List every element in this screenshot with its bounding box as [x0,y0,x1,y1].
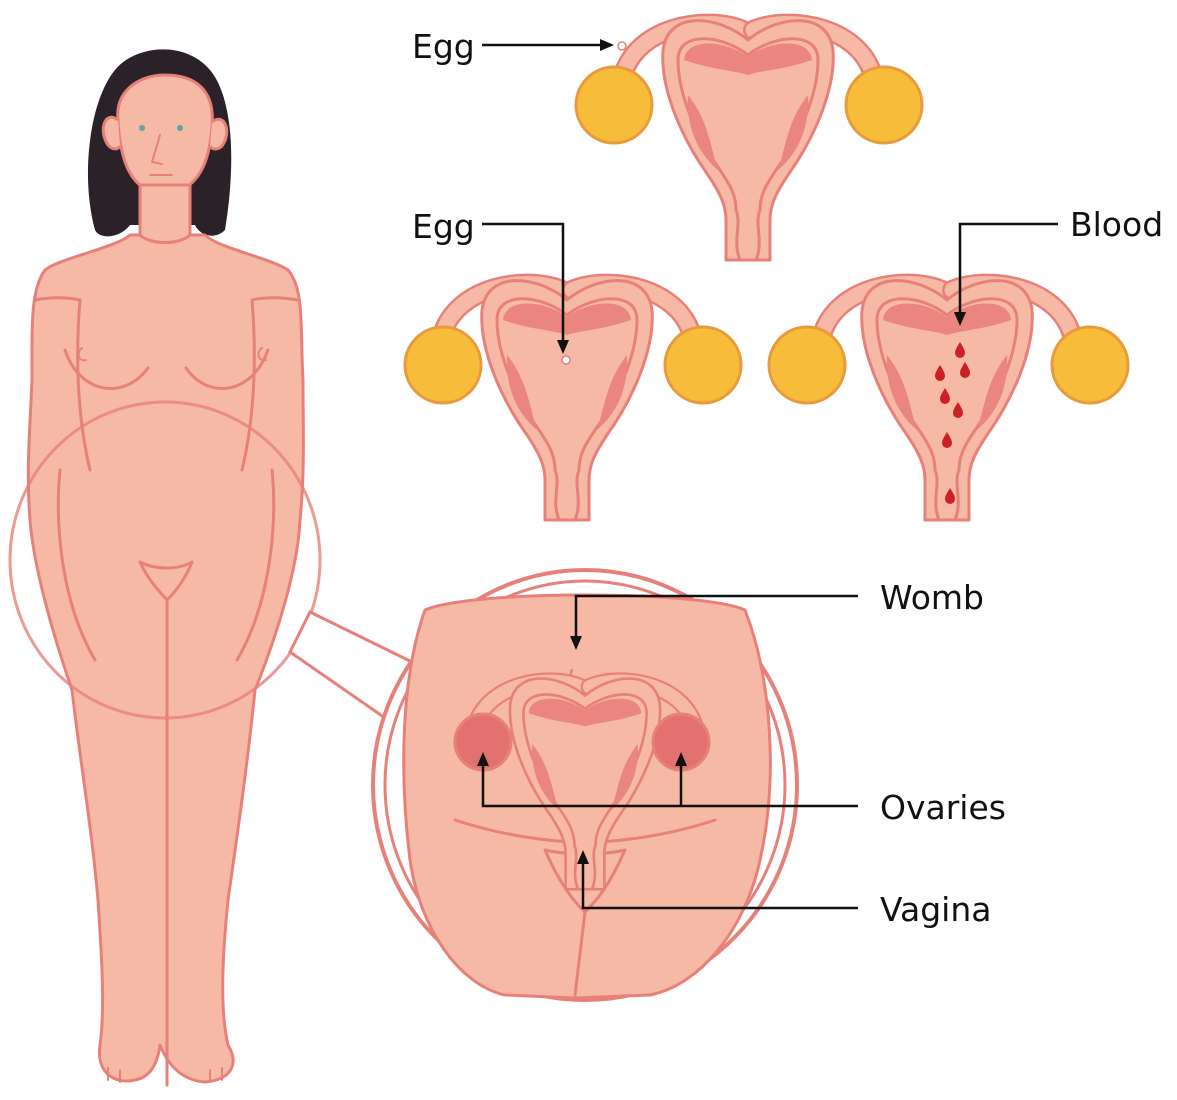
neck [140,185,190,243]
ovary-right [665,327,741,403]
label-egg-middle-text: Egg [412,207,475,246]
uterus-stage-egg-in-womb [405,281,741,520]
left-eye [139,125,145,131]
label-vagina-text: Vagina [880,890,992,929]
egg-dot [618,42,626,50]
right-ear [210,119,227,149]
uterus-stage-egg-release [576,21,922,260]
ovary-left [576,67,652,143]
ovary-left [769,327,845,403]
uterus-stage-period [769,281,1128,520]
right-eye [177,125,183,131]
label-womb-text: Womb [880,578,984,617]
label-blood-text: Blood [1070,205,1163,244]
female-body-illustration [28,49,303,1085]
ovary-right [1052,327,1128,403]
label-ovaries-text: Ovaries [880,788,1006,827]
label-egg-top: Egg [412,27,614,66]
ovary-left [405,327,481,403]
egg-dot [562,356,570,364]
ovary-right [846,67,922,143]
label-egg-top-text: Egg [412,27,475,66]
left-ear [103,117,120,149]
face [118,75,213,195]
